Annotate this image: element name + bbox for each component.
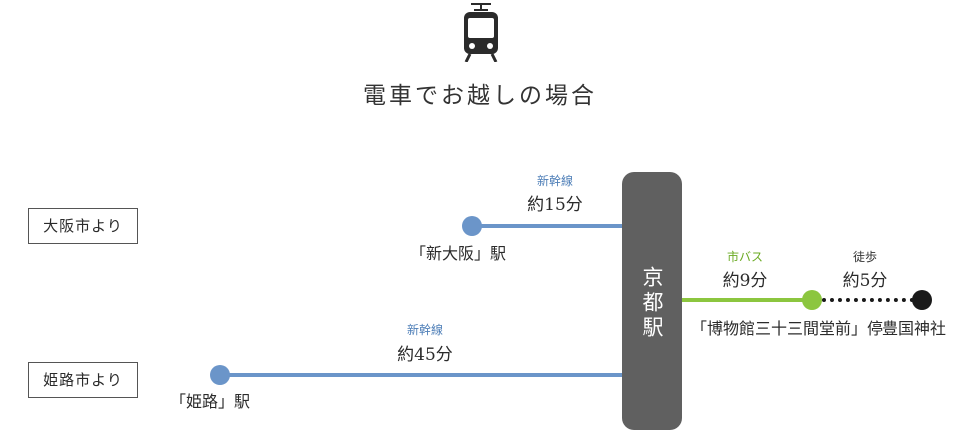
hub-kyoto-station [622,172,682,430]
train-icon [464,3,498,62]
destination-toyokuni-shrine: 豊国神社 [882,319,947,338]
route-himeji-line [220,373,622,377]
origin-osaka: 大阪市より [28,208,138,244]
origin-himeji: 姫路市より [28,362,138,398]
page-title: 電車でお越しの場合 [363,83,597,109]
station-dot-shin-osaka [462,216,482,236]
bus-duration: 約9分 [722,271,768,291]
bus-mode: 市バス [726,250,763,264]
stop-dot-museum [802,290,822,310]
hub-label: 京都駅 [640,265,664,341]
walk-line [822,298,914,302]
station-shin-osaka: 「新大阪」駅 [410,244,507,263]
route-osaka-mode: 新幹線 [536,174,573,188]
route-himeji-mode: 新幹線 [406,323,443,337]
route-himeji-duration: 約45分 [397,345,453,365]
walk-mode: 徒歩 [852,250,877,264]
bus-stop-museum: 「博物館三十三間堂前」停 [691,319,884,338]
station-himeji: 「姫路」駅 [170,392,251,411]
bus-line [682,298,812,302]
station-dot-himeji [210,365,230,385]
route-osaka-duration: 約15分 [527,195,583,215]
walk-duration: 約5分 [842,271,888,291]
destination-dot [912,290,932,310]
route-osaka-line [472,224,622,228]
